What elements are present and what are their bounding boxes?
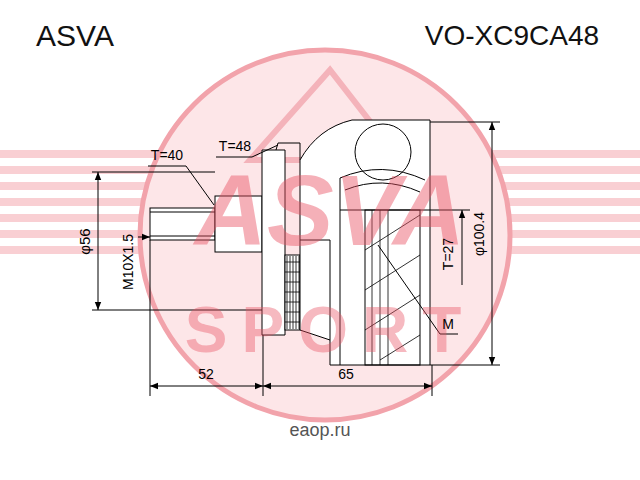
length-dimension: 52 (198, 367, 214, 381)
watermark: eaop.ru (289, 421, 350, 439)
callout-letter: M (442, 317, 454, 331)
thread-size: M10X1.5 (121, 234, 135, 290)
brand-name: ASVA (36, 21, 114, 51)
thread-length: T=40 (151, 148, 183, 162)
watermark: SPORT (185, 298, 475, 362)
dimension-lines (92, 122, 500, 396)
spline-count: T=27 (441, 238, 455, 270)
spline-count: T=48 (219, 139, 251, 153)
part-number: VO-XC9CA48 (425, 22, 599, 50)
length-dimension: 65 (338, 367, 354, 381)
watermark-background (0, 50, 640, 420)
diameter-dimension: φ56 (76, 228, 91, 254)
diameter-dimension: φ100.4 (472, 212, 486, 256)
watermark: ASVA (195, 160, 465, 260)
